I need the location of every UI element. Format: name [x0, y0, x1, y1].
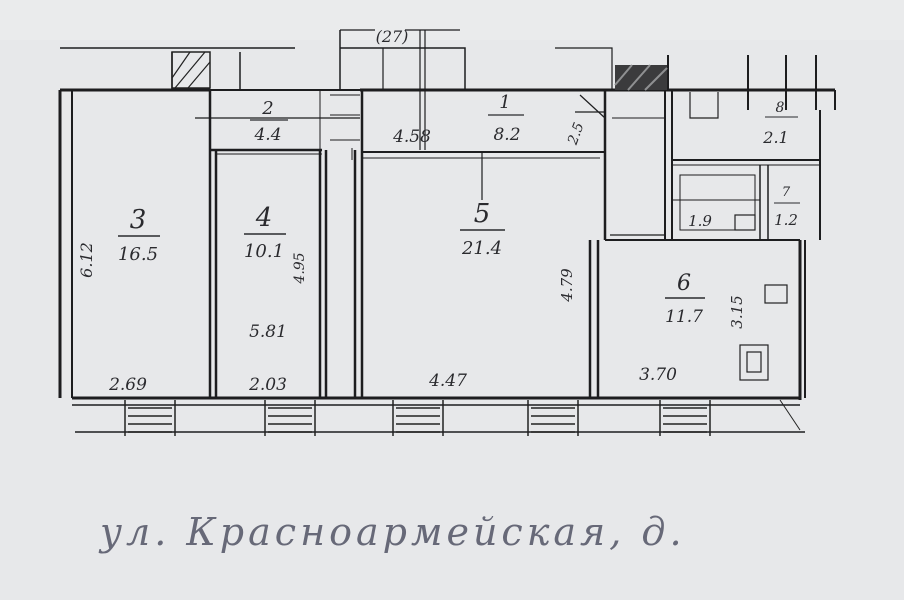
room-3-side-dim: 6.12 [77, 242, 96, 278]
room-6-area: 11.7 [665, 307, 703, 327]
room-7-small-dim: 1.9 [688, 212, 712, 230]
window-1 [124, 400, 176, 436]
room-6-bottom-dim: 3.70 [639, 365, 677, 385]
room-4-side-dim: 4.95 [292, 252, 308, 284]
room-8-number: 8 [776, 100, 785, 116]
room-6-number: 6 [677, 271, 691, 296]
room-3-area: 16.5 [118, 244, 158, 265]
room-6: 6 11.7 3.15 3.70 [639, 271, 746, 385]
stair-icon [689, 92, 719, 119]
room-3-bottom-dim: 2.69 [108, 375, 147, 395]
room-3: 3 16.5 6.12 2.69 [77, 205, 160, 395]
room-5-side-dim: 4.79 [558, 268, 576, 303]
outer-walls [58, 88, 836, 433]
room-5-bottom-dim: 4.47 [428, 371, 467, 391]
room-4-number: 4 [255, 203, 273, 233]
room-1-side-dim: 2.5 [565, 120, 588, 147]
room-7-number: 7 [782, 185, 791, 200]
room-1-top-dim: 4.58 [392, 127, 431, 147]
room-7-area: 1.2 [774, 211, 798, 229]
room-5-number: 5 [474, 199, 491, 229]
room-8: 8 2.1 [762, 100, 798, 147]
window-5 [659, 400, 711, 436]
street-caption: ул. Красноармейская, д. [100, 510, 686, 554]
room-4-bottom-dim: 2.03 [248, 375, 287, 395]
stove-icon [739, 344, 769, 381]
toilet-icon [734, 214, 756, 231]
room-1-number: 1 [499, 92, 510, 113]
window-4 [527, 400, 579, 436]
interior-walls [195, 90, 820, 398]
hatched-chimneys [171, 51, 668, 91]
room-4: 4 10.1 4.95 5.81 2.03 [244, 203, 308, 395]
room-2-number: 2 [261, 98, 273, 119]
window-3 [392, 400, 444, 436]
room-3-number: 3 [130, 205, 147, 235]
room-8-area: 2.1 [762, 128, 788, 147]
sink-icon [764, 284, 788, 304]
fixtures [689, 92, 788, 381]
room-6-side-dim: 3.15 [728, 295, 746, 328]
window-2 [264, 400, 316, 436]
room-5-area: 21.4 [461, 238, 502, 259]
room-4-inner-dim: 5.81 [249, 322, 287, 342]
room-5: 5 21.4 4.79 4.47 [428, 199, 576, 391]
room-4-area: 10.1 [244, 241, 284, 262]
room-1-area: 8.2 [493, 125, 520, 145]
paper-highlight [0, 0, 904, 40]
room-7: 7 1.2 1.9 [688, 185, 800, 230]
room-1: 1 8.2 4.58 2.5 [392, 92, 588, 148]
room-2: 2 4.4 [250, 98, 288, 145]
windows [124, 399, 801, 436]
room-2-area: 4.4 [253, 125, 281, 145]
top-mark: (27) [376, 27, 409, 46]
